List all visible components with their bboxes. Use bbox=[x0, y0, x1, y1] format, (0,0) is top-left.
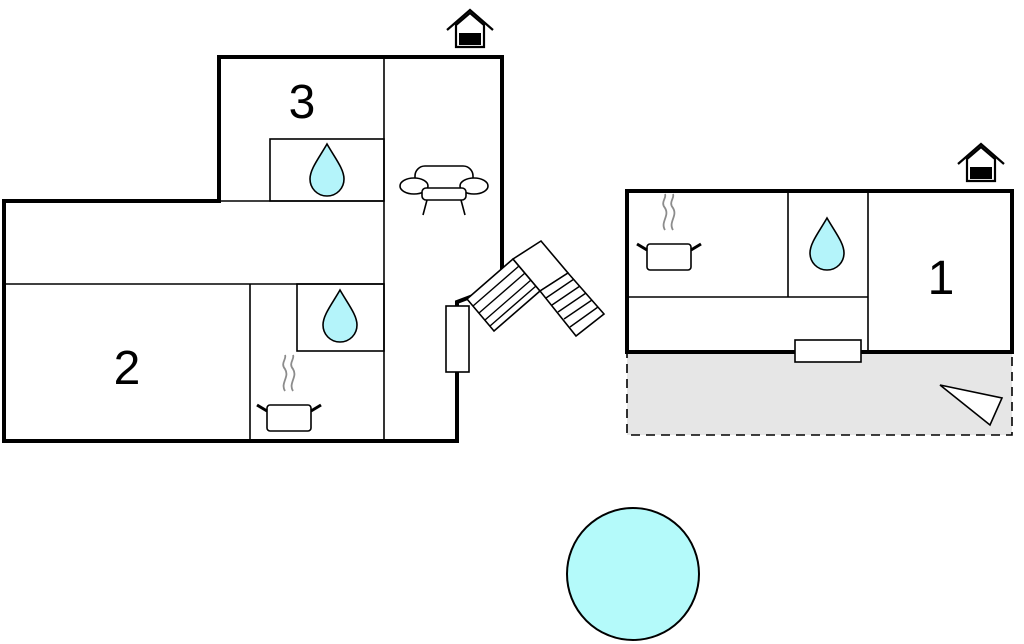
water-drop-icon bbox=[809, 216, 845, 271]
main-building bbox=[2, 55, 504, 443]
pool-icon bbox=[566, 507, 700, 641]
cooking-pot-icon bbox=[636, 193, 702, 271]
sofa-icon bbox=[399, 165, 489, 216]
cooking-pot-icon bbox=[256, 354, 322, 432]
room-number-2: 2 bbox=[114, 342, 141, 395]
water-drop-icon bbox=[309, 142, 345, 197]
house-icon bbox=[957, 142, 1005, 183]
room-number-1: 1 bbox=[928, 252, 955, 305]
door bbox=[445, 305, 470, 373]
terrace-area bbox=[626, 351, 1013, 436]
room-number-3: 3 bbox=[289, 76, 316, 129]
terrace-marker bbox=[939, 384, 1004, 427]
annex-building bbox=[625, 189, 1014, 363]
door bbox=[794, 339, 862, 363]
water-drop-icon bbox=[322, 288, 358, 343]
house-icon bbox=[446, 8, 494, 49]
stairs-icon bbox=[465, 239, 606, 338]
